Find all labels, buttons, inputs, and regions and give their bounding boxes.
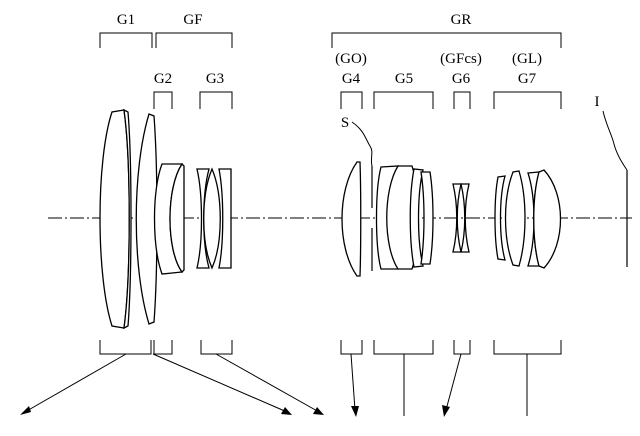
bracket-g3 [199, 91, 233, 109]
lens-g4-element-1 [341, 161, 362, 277]
bracket-g2 [153, 91, 173, 109]
label-g3: G3 [206, 71, 224, 87]
lens-g6-element-2 [460, 183, 470, 253]
label-go: (GO) [335, 51, 367, 67]
bottom-brackets [99, 340, 562, 355]
image-plane-leader [602, 110, 628, 171]
label-stop: S [341, 115, 349, 131]
bracket-g1 [99, 32, 153, 48]
label-g4: G4 [342, 71, 361, 87]
bracket-g6 [453, 91, 471, 109]
lens-g7 [494, 169, 562, 269]
arrow-g3-shaft [215, 353, 320, 413]
stop-leader [351, 121, 373, 167]
lens-g3-element-2 [203, 167, 221, 270]
lens-g2-element-2 [169, 162, 185, 273]
lens-g1-element-2 [123, 108, 132, 330]
label-gf: GF [183, 12, 202, 28]
bracket-gf [155, 32, 233, 48]
lens-g3-element-3 [218, 168, 232, 269]
image-plane [602, 110, 628, 267]
lens-g1-element-3 [135, 113, 158, 325]
label-g2: G2 [154, 71, 172, 87]
top-brackets [99, 32, 562, 109]
arrow-g1-shaft [24, 353, 127, 413]
bottom-bracket-g1 [99, 340, 152, 355]
lens-g3 [196, 167, 232, 270]
bottom-bracket-g6 [453, 340, 471, 355]
lens-g7-element-1 [494, 175, 506, 261]
label-g6: G6 [452, 71, 471, 87]
bracket-gr [331, 32, 562, 48]
arrow-g2-shaft [152, 353, 288, 413]
lens-g5 [375, 165, 434, 270]
arrow-g4-shaft [350, 353, 356, 411]
lens-g5-element-3 [409, 168, 424, 268]
label-g5: G5 [395, 71, 413, 87]
lens-g7-element-2 [504, 170, 526, 267]
lens-g1-element-1 [99, 109, 130, 329]
lens-g1 [99, 108, 158, 330]
bracket-g5 [373, 91, 434, 109]
lens-g4 [341, 161, 362, 277]
bottom-bracket-g3 [200, 340, 233, 355]
aperture-stop [351, 121, 373, 271]
bottom-bracket-g7 [493, 340, 562, 355]
movement-arrows [20, 353, 528, 417]
group-labels: G1 GF GR G2 G3 (GO) G4 G5 (GFcs) G6 (GL)… [117, 12, 600, 131]
lens-g6 [452, 183, 470, 253]
arrow-g6-shaft [445, 353, 462, 411]
label-gl: (GL) [512, 51, 542, 67]
arrow-g2-head [281, 407, 292, 415]
arrow-g4-head [351, 406, 359, 417]
label-image-plane: I [595, 94, 600, 110]
arrow-g6-head [442, 405, 450, 417]
lens-g2 [153, 162, 185, 275]
bottom-bracket-g2 [153, 340, 173, 355]
label-g1: G1 [117, 12, 135, 28]
label-gfcs: (GFcs) [440, 51, 482, 67]
lens-g5-element-4 [420, 171, 434, 265]
bracket-g4 [340, 91, 363, 109]
bottom-bracket-g4 [340, 340, 363, 355]
lens-g7-element-4 [533, 169, 562, 269]
arrow-g1-head [20, 406, 31, 415]
label-gr: GR [451, 12, 472, 28]
bracket-g7 [493, 91, 562, 109]
bottom-bracket-g5 [373, 340, 434, 355]
arrow-g3-head [313, 407, 324, 415]
label-g7: G7 [518, 71, 537, 87]
